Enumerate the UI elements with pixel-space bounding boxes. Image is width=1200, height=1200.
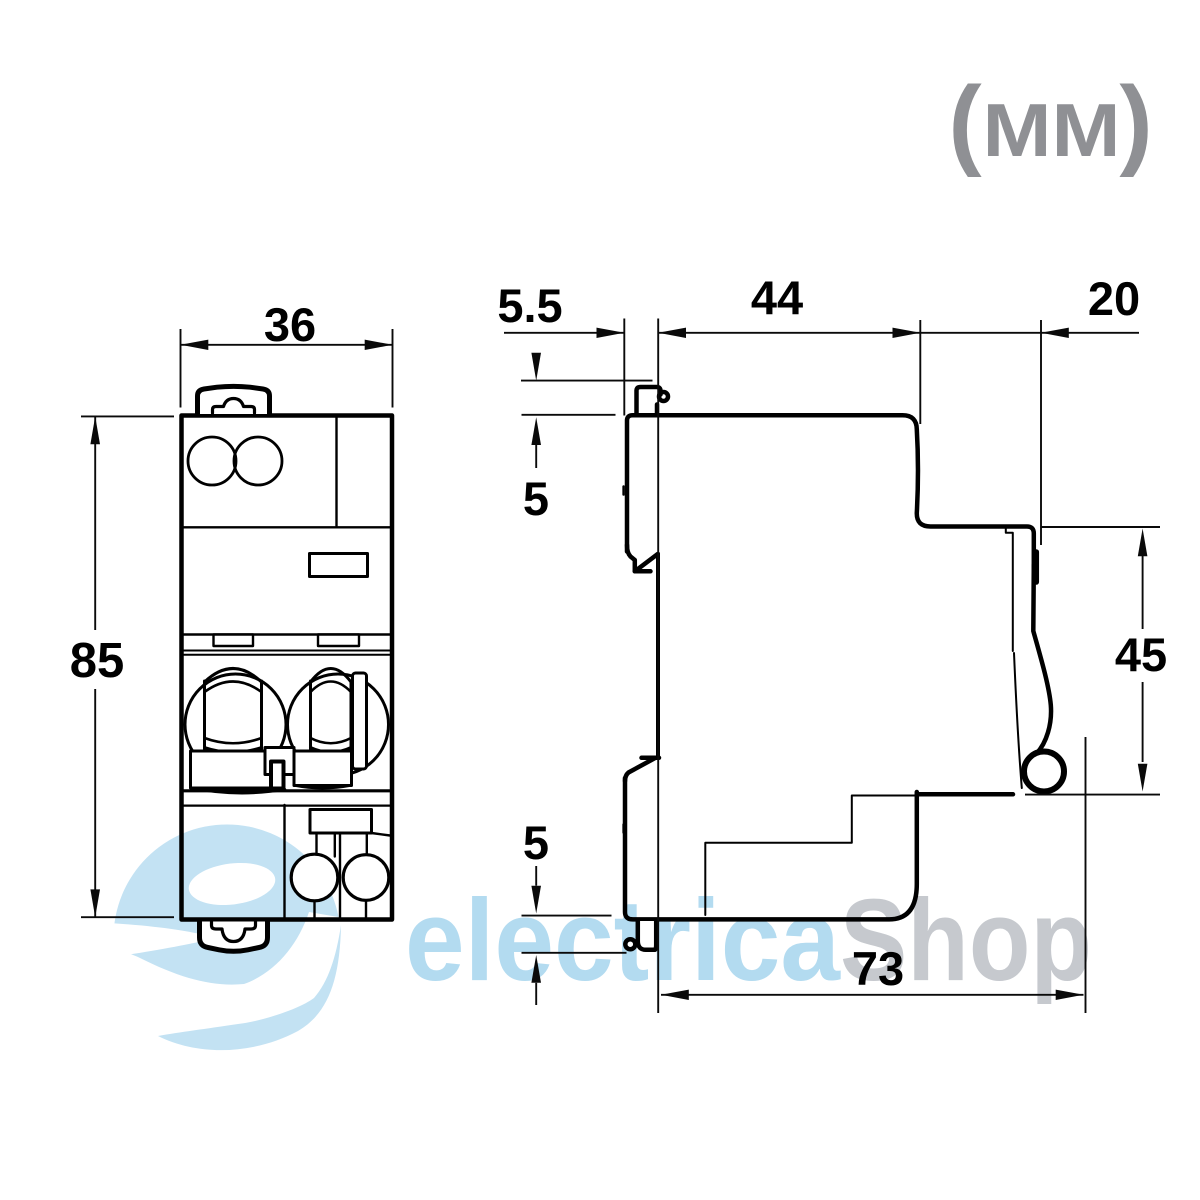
svg-text:(: ( (948, 66, 982, 178)
svg-text:MM: MM (983, 88, 1121, 172)
svg-text:45: 45 (1115, 628, 1167, 681)
svg-text:5.5: 5.5 (497, 279, 562, 332)
svg-text:5: 5 (523, 472, 549, 525)
svg-text:85: 85 (70, 634, 125, 688)
svg-text:Shop: Shop (840, 875, 1092, 1005)
svg-text:20: 20 (1088, 272, 1140, 325)
svg-text:): ) (1119, 66, 1152, 178)
svg-text:44: 44 (751, 271, 803, 324)
svg-text:5: 5 (523, 816, 549, 869)
svg-text:36: 36 (264, 298, 316, 351)
svg-text:73: 73 (852, 942, 904, 995)
